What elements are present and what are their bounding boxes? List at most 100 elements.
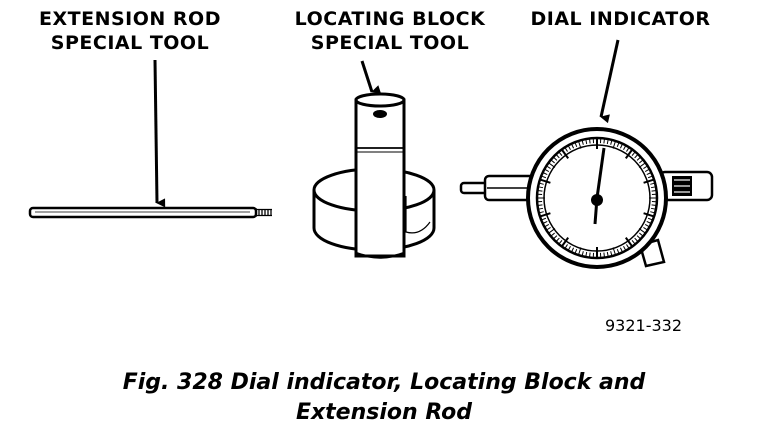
- dial-tick: [623, 245, 626, 250]
- dial-tick: [574, 142, 578, 148]
- dial-tick: [647, 217, 653, 221]
- dial-tick: [541, 217, 547, 221]
- dial-tick: [638, 228, 646, 234]
- extension-rod-label: EXTENSION ROD SPECIAL TOOL: [20, 7, 240, 55]
- dial-tick: [589, 252, 591, 257]
- dial-tick: [619, 144, 623, 149]
- dial-tick: [546, 227, 551, 231]
- dial-tick: [612, 247, 616, 255]
- extension-rod-pointer: [153, 59, 166, 208]
- dial-tick: [538, 190, 543, 192]
- locating-block-label-line-2: SPECIAL TOOL: [310, 32, 470, 54]
- dial-tick: [541, 175, 547, 179]
- dial-tick: [561, 237, 570, 247]
- dial-tick: [643, 165, 648, 169]
- dial-tick: [638, 162, 646, 168]
- dial-indicator-pointer: [599, 39, 620, 124]
- dial-indicator-label: DIAL INDICATOR: [528, 7, 713, 31]
- dial-tick: [538, 204, 543, 206]
- dial-tick: [619, 247, 623, 252]
- dial-tick: [606, 251, 609, 257]
- dial-tick: [644, 224, 649, 227]
- dial-tick: [543, 172, 548, 176]
- figure-number: 9321-332: [605, 316, 683, 335]
- dial-tick: [546, 165, 551, 169]
- dial-tick: [651, 190, 656, 192]
- dial-tick: [636, 157, 641, 161]
- dial-tick: [616, 142, 620, 148]
- dial-tick: [585, 251, 588, 257]
- dial-tick: [651, 204, 656, 206]
- dial-tick: [538, 186, 544, 189]
- dial-tick-marks: [538, 139, 656, 257]
- dial-tick: [539, 182, 544, 185]
- dial-tick: [551, 232, 555, 236]
- dial-tick: [650, 207, 656, 210]
- dial-tick: [624, 149, 633, 159]
- dial-tick: [603, 252, 605, 257]
- locating-block-label-line-1: LOCATING BLOCK: [294, 8, 486, 30]
- dial-tick: [551, 160, 555, 164]
- dial-tick: [559, 240, 563, 244]
- dial-tick: [634, 237, 638, 242]
- dial-tick: [650, 182, 655, 185]
- extension-rod-drawing: [28, 206, 272, 219]
- dial-tick: [578, 141, 582, 149]
- dial-tick: [631, 240, 635, 244]
- dial-tick: [646, 220, 651, 224]
- locating-block-drawing: [312, 92, 436, 259]
- dial-indicator-label-line-1: DIAL INDICATOR: [530, 8, 711, 30]
- dial-tick: [556, 154, 560, 159]
- dial-tick: [539, 211, 544, 214]
- dial-tick: [643, 227, 648, 231]
- locating-block-label: LOCATING BLOCK SPECIAL TOOL: [275, 7, 505, 55]
- dial-tick: [639, 232, 643, 236]
- dial-tick: [538, 207, 544, 210]
- dial-tick: [581, 140, 584, 145]
- dial-tick: [568, 146, 571, 151]
- dial-tick: [624, 237, 633, 247]
- dial-tick: [545, 224, 550, 227]
- dial-tick: [646, 172, 651, 176]
- dial-tick: [581, 251, 584, 256]
- dial-tick: [574, 248, 578, 254]
- dial-tick: [559, 152, 563, 156]
- dial-tick: [585, 139, 588, 145]
- dial-tick: [603, 139, 605, 144]
- dial-tick: [650, 211, 655, 214]
- dial-tick: [606, 139, 609, 145]
- dial-tick: [540, 212, 551, 218]
- dial-tick: [571, 247, 575, 252]
- dial-tick: [589, 139, 591, 144]
- locating-block-pointer: [360, 60, 382, 94]
- dial-tick: [643, 212, 654, 218]
- dial-tick: [610, 140, 613, 145]
- figure-caption: Fig. 328 Dial indicator, Locating Block …: [0, 368, 768, 428]
- dial-tick: [571, 144, 575, 149]
- caption-line-2: Extension Rod: [295, 400, 473, 425]
- dial-tick: [556, 237, 560, 242]
- dial-tick: [564, 244, 568, 249]
- dial-tick: [578, 247, 582, 255]
- dial-tick: [540, 178, 551, 184]
- dial-tick: [634, 154, 638, 159]
- dial-tick: [548, 162, 556, 168]
- dial-tick: [639, 160, 643, 164]
- dial-tick: [553, 235, 558, 239]
- dial-tick: [564, 147, 568, 152]
- extension-rod-label-line-1: EXTENSION ROD: [39, 8, 221, 30]
- dial-tick: [616, 248, 620, 254]
- dial-tick: [553, 157, 558, 161]
- dial-tick: [545, 169, 550, 172]
- dial-tick: [626, 147, 630, 152]
- dial-tick: [631, 152, 635, 156]
- dial-tick: [623, 146, 626, 151]
- dial-tick: [644, 169, 649, 172]
- dial-tick: [568, 245, 571, 250]
- dial-tick: [612, 141, 616, 149]
- dial-tick: [610, 251, 613, 256]
- dial-tick: [650, 186, 656, 189]
- dial-tick: [647, 175, 653, 179]
- dial-tick: [626, 244, 630, 249]
